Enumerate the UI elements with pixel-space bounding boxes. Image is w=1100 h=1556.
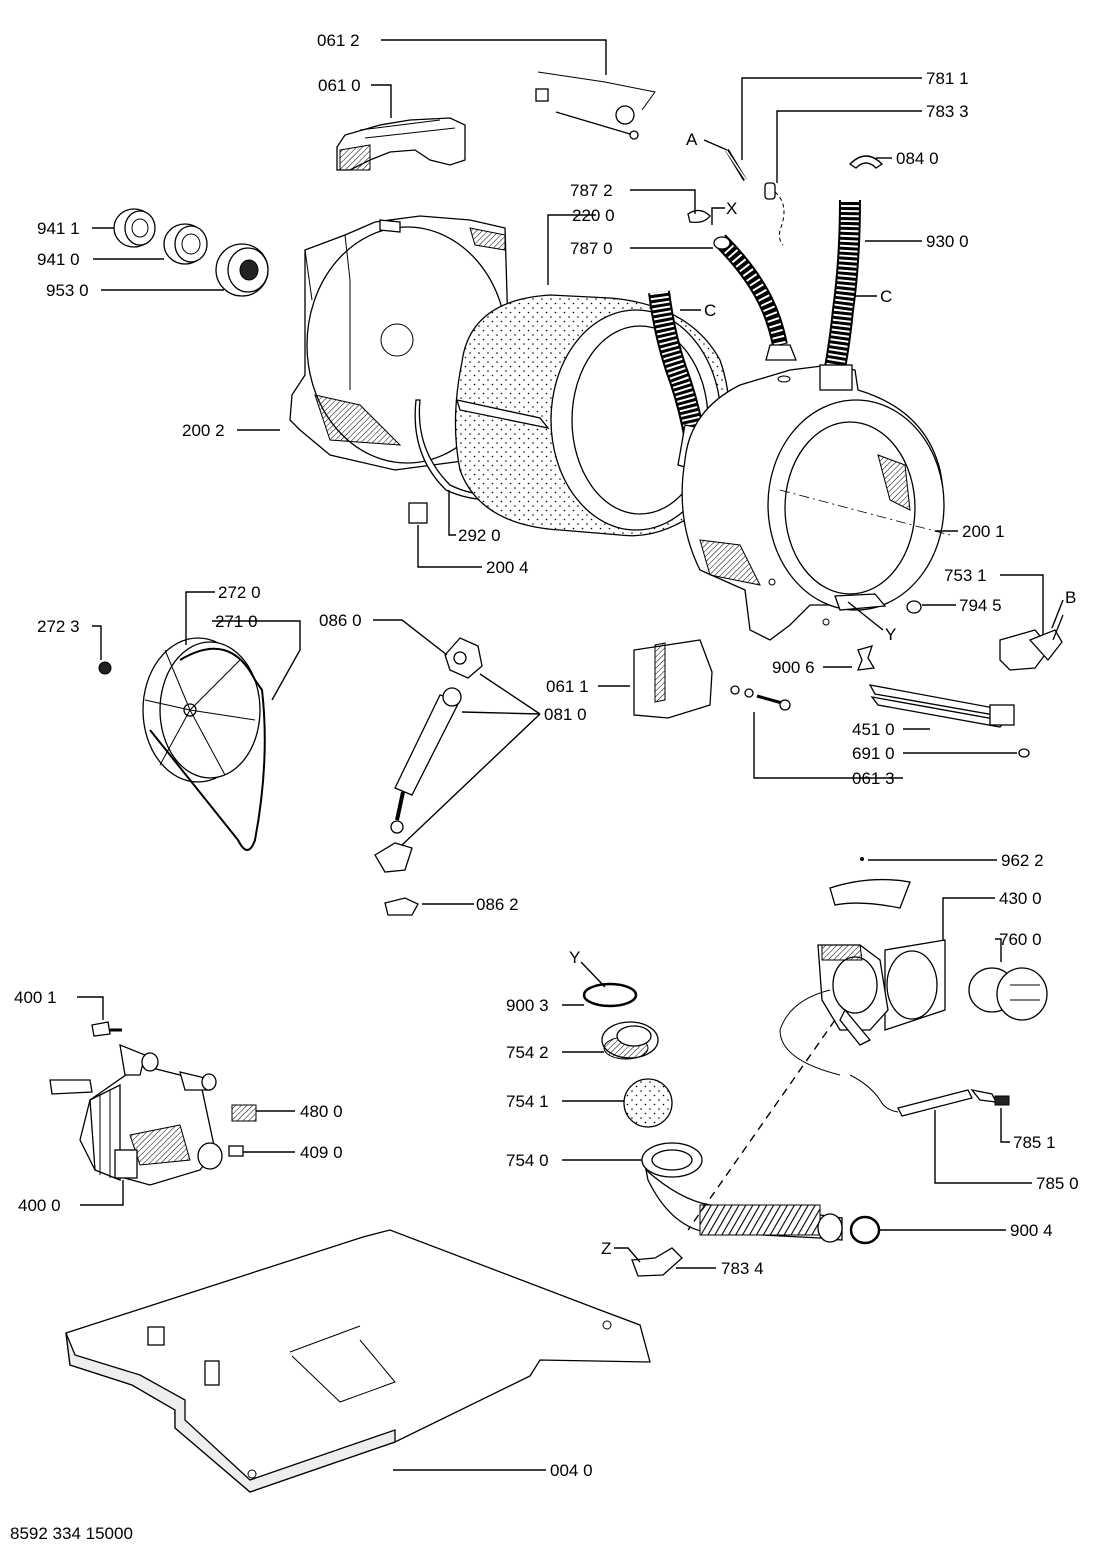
label-0860: 086 0 [319,611,362,630]
label-9300: 930 0 [926,232,969,251]
screw-set-0613 [730,685,791,711]
pin-9622 [860,857,864,861]
wiring-loop [779,989,841,1076]
connector-7531 [999,614,1064,671]
label-C1: C [704,301,716,320]
label-2723: 272 3 [37,617,80,636]
belt-2710 [149,647,266,851]
clamp-7872 [687,209,711,224]
label-7542: 754 2 [506,1043,549,1062]
document-number: 8592 334 15000 [10,1524,133,1543]
label-2001: 200 1 [962,522,1005,541]
label-4300: 430 0 [999,889,1042,908]
label-4090: 409 0 [300,1143,343,1162]
label-0862: 086 2 [476,895,519,914]
label-Z: Z [601,1239,611,1258]
brush-4800 [231,1104,257,1122]
nut-2723 [98,661,112,675]
hose-7834 [631,1247,683,1277]
label-4800: 480 0 [300,1102,343,1121]
label-7811: 781 1 [926,69,969,88]
bracket-0611 [633,639,713,719]
label-7872: 787 2 [570,181,613,200]
clamp-9004 [849,1215,881,1245]
hose-7870 [713,234,797,361]
sensor-7833 [764,182,785,246]
label-0040: 004 0 [550,1461,593,1480]
label-7851: 785 1 [1013,1133,1056,1152]
label-9006: 900 6 [772,658,815,677]
front-tub-2001 [681,364,951,641]
label-9003: 900 3 [506,996,549,1015]
label-9622: 962 2 [1001,851,1044,870]
label-7834: 783 4 [721,1259,764,1278]
ball-valve-7541 [623,1078,673,1128]
ring-9003 [582,982,638,1008]
label-9530: 953 0 [46,281,89,300]
label-2200: 220 0 [572,206,615,225]
tacho-4001 [91,1021,122,1037]
label-4000: 400 0 [18,1196,61,1215]
label-9410: 941 0 [37,250,80,269]
label-7870: 787 0 [570,239,613,258]
label-Y2: Y [569,948,580,967]
label-X: X [726,199,737,218]
label-2002: 200 2 [182,421,225,440]
callout-labels: 061 2 061 0 781 1 783 3 A 084 0 787 2 X … [14,31,1079,1480]
label-7945: 794 5 [959,596,1002,615]
rod-bracket-0612 [535,71,656,140]
heater-4510 [868,684,1015,728]
shock-absorber-0810 [374,637,483,916]
label-6910: 691 0 [852,744,895,763]
label-7531: 753 1 [944,566,987,585]
clip-0840 [848,155,884,169]
bolt-A-7811 [725,148,747,182]
assembly-line [687,1019,836,1231]
label-2710: 271 0 [215,612,258,631]
label-Y1: Y [885,625,896,644]
label-0610: 061 0 [318,76,361,95]
label-B: B [1065,588,1076,607]
label-7540: 754 0 [506,1151,549,1170]
clip-2004 [408,502,428,524]
label-7850: 785 0 [1036,1174,1079,1193]
label-9004: 900 4 [1010,1221,1053,1240]
bearing-9410 [163,223,208,265]
label-0810: 081 0 [544,705,587,724]
seal-9530 [215,243,269,297]
drain-pump-4300 [817,939,946,1046]
nut-6910 [1018,748,1030,758]
bearing-9411 [113,208,156,248]
nut-7945 [906,600,922,614]
heat-shield-0610 [336,117,466,171]
label-2920: 292 0 [458,526,501,545]
motor-4000 [49,1043,223,1186]
label-0613: 061 3 [852,769,895,788]
label-0611: 061 1 [546,677,589,696]
base-plate-0040 [65,1229,651,1493]
label-7600: 760 0 [999,930,1042,949]
label-4001: 400 1 [14,988,57,1007]
label-4510: 451 0 [852,720,895,739]
clip-9006 [856,645,876,671]
label-C2: C [880,287,892,306]
sump-hose-7540 [641,1142,843,1243]
cover-9622 [829,878,911,909]
label-0612: 061 2 [317,31,360,50]
label-2004: 200 4 [486,558,529,577]
label-2720: 272 0 [218,583,261,602]
seal-7542 [601,1021,659,1060]
leader-lines [77,39,1064,1471]
pulley-2720 [142,637,261,783]
pressure-sensor-7850 [849,1074,1010,1117]
label-7833: 783 3 [926,102,969,121]
label-9411: 941 1 [37,219,80,238]
label-7541: 754 1 [506,1092,549,1111]
label-A: A [686,130,698,149]
label-0840: 084 0 [896,149,939,168]
filter-7600 [968,967,1048,1021]
carbon-4090 [228,1145,244,1157]
spring-right-930 [824,199,861,370]
